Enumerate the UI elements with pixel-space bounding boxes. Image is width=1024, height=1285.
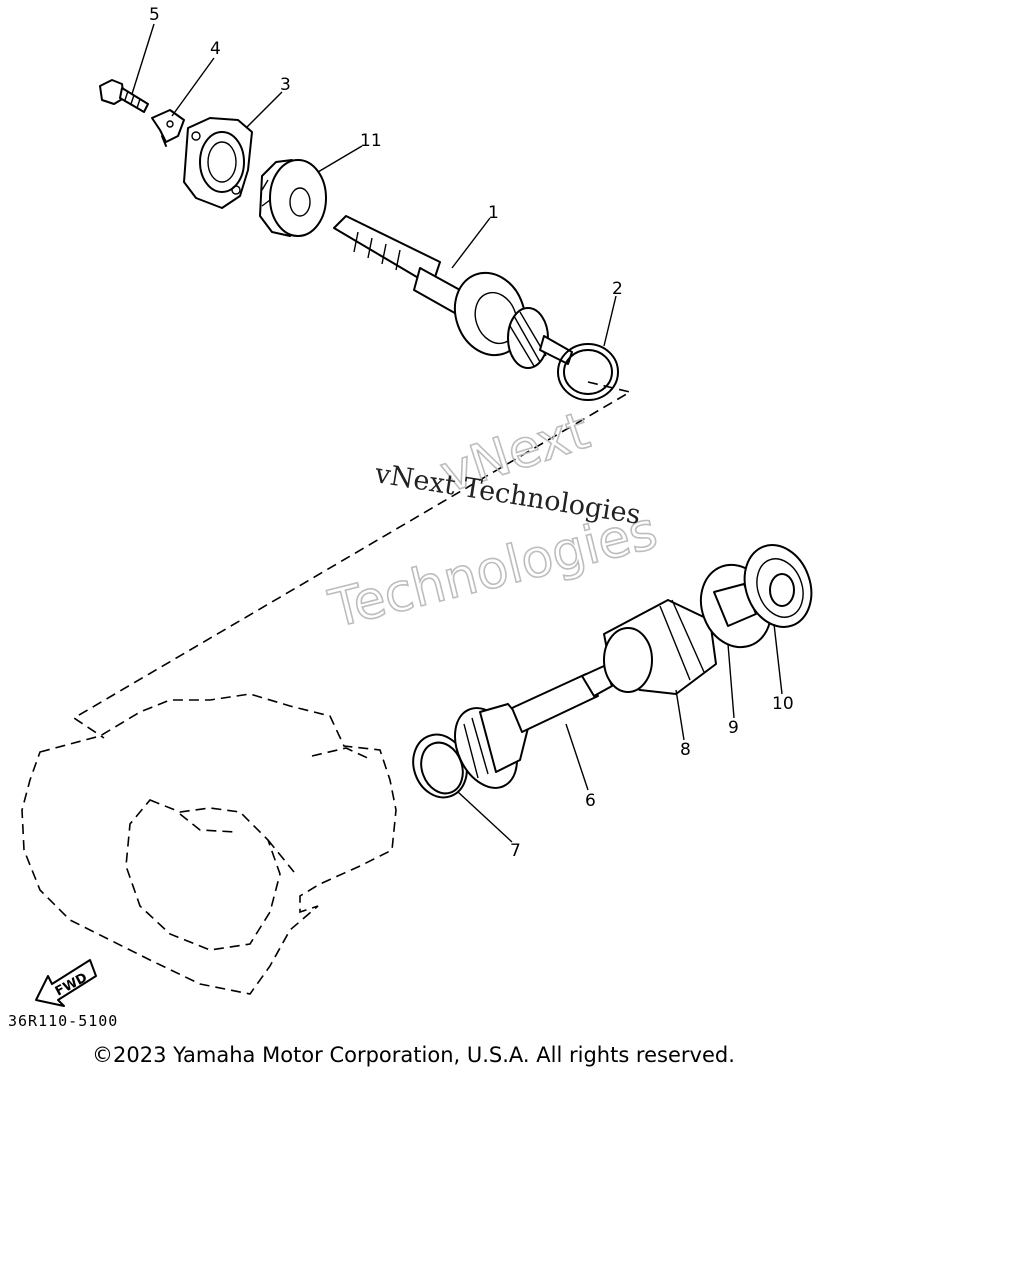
part-2-snap-ring bbox=[557, 343, 619, 401]
callout-10: 10 bbox=[772, 694, 794, 714]
part-1-shaft bbox=[333, 215, 573, 369]
callout-1: 1 bbox=[488, 203, 499, 223]
callout-11: 11 bbox=[360, 131, 382, 151]
callout-7: 7 bbox=[510, 841, 521, 861]
callout-4: 4 bbox=[210, 39, 221, 59]
fwd-arrow-icon: FWD bbox=[35, 959, 97, 1007]
callout-9: 9 bbox=[728, 718, 739, 738]
part-11-hub bbox=[259, 159, 327, 237]
leader-lines bbox=[131, 23, 783, 843]
part-8-sleeve bbox=[603, 599, 717, 695]
engine-case-outline bbox=[21, 693, 397, 995]
part-4-bracket bbox=[151, 109, 185, 147]
reference-code: 36R110-5100 bbox=[8, 1012, 118, 1030]
callout-8: 8 bbox=[680, 740, 691, 760]
watermark: vNext Technologies vNext Technologies bbox=[322, 400, 663, 641]
callout-3: 3 bbox=[280, 75, 291, 95]
part-6-drive-shaft bbox=[454, 665, 613, 789]
callout-labels: 5 4 3 11 1 2 10 9 8 6 7 bbox=[149, 5, 794, 861]
assembly-dashed-line bbox=[72, 381, 633, 739]
part-10-bearing bbox=[743, 544, 813, 628]
callout-6: 6 bbox=[585, 791, 596, 811]
part-5-bolt bbox=[99, 79, 149, 113]
copyright-notice: ©2023 Yamaha Motor Corporation, U.S.A. A… bbox=[92, 1043, 735, 1067]
part-3-plate bbox=[183, 117, 253, 209]
callout-2: 2 bbox=[612, 279, 623, 299]
callout-5: 5 bbox=[149, 5, 160, 25]
